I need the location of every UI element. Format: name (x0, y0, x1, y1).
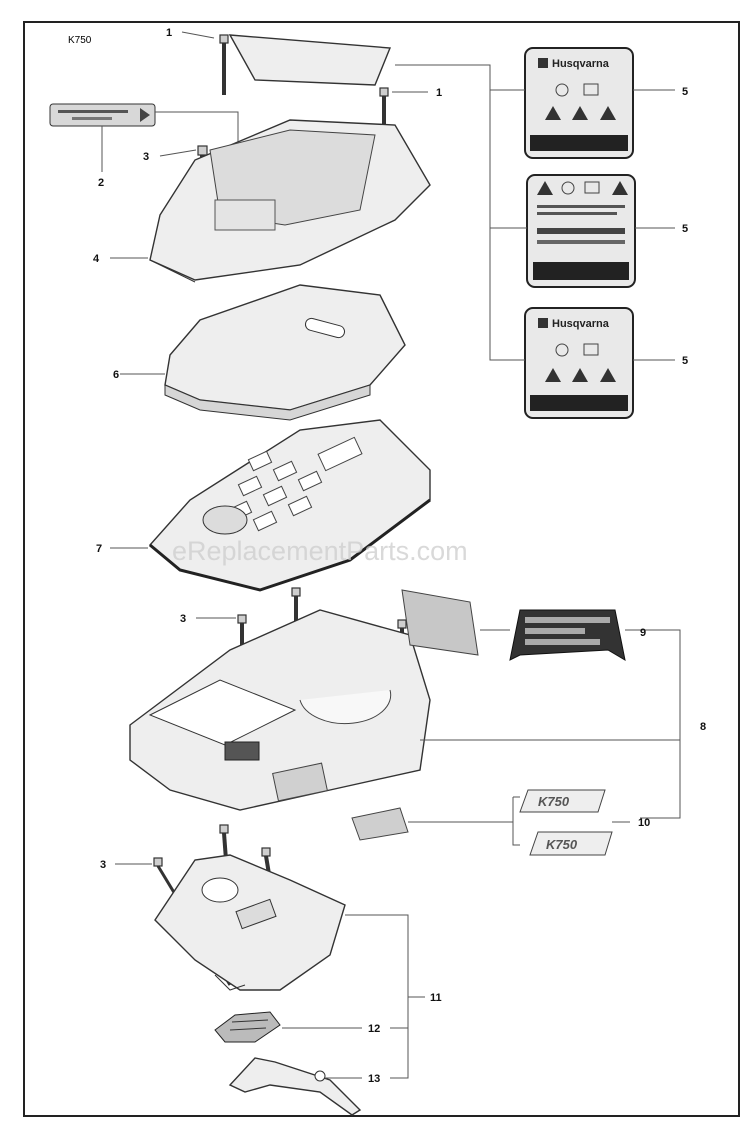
watermark-text: eReplacementParts.com (172, 536, 468, 566)
part-2-decal (49, 103, 156, 127)
diagram-border (23, 21, 740, 1117)
badge-top-text: K750 (538, 794, 570, 809)
callout-3c: 3 (100, 859, 106, 871)
callout-11: 11 (430, 992, 442, 1004)
model-label: K750 (68, 35, 92, 46)
callout-1b: 1 (436, 87, 442, 99)
callout-10: 10 (638, 817, 650, 829)
callout-5b: 5 (682, 223, 688, 235)
housing-bottom-decal (351, 807, 409, 841)
part-10-badge-bottom: K750 (529, 831, 613, 856)
part-9-decal (509, 609, 626, 661)
callout-8: 8 (700, 721, 706, 733)
part-12-grip (214, 1011, 281, 1043)
decal-brand-bottom: Husqvarna (552, 318, 610, 330)
callout-1a: 1 (166, 27, 172, 39)
callout-3a: 3 (143, 151, 149, 163)
decal-brand-top: Husqvarna (552, 58, 610, 70)
part-8-lower-housing (129, 609, 431, 811)
callout-7: 7 (96, 543, 102, 555)
callout-3b: 3 (180, 613, 186, 625)
part-10-badge-top: K750 (519, 789, 606, 813)
callout-9: 9 (640, 627, 646, 639)
part-5-decal-middle (526, 174, 636, 288)
part-1-screw-left (219, 34, 229, 95)
callout-5c: 5 (682, 355, 688, 367)
part-11-bottom-cover (154, 854, 346, 991)
part-5-decal-bottom: Husqvarna (524, 307, 634, 419)
callout-2: 2 (98, 177, 104, 189)
callout-4: 4 (93, 253, 100, 265)
part-4-top-cover (149, 34, 431, 283)
badge-bottom-text: K750 (546, 837, 578, 852)
callout-5a: 5 (682, 86, 688, 98)
part-6-filter-pad (164, 284, 406, 421)
part-13-lever (228, 1057, 362, 1116)
callout-13: 13 (368, 1073, 380, 1085)
housing-side-decal (401, 589, 479, 656)
callout-12: 12 (368, 1023, 380, 1035)
part-7-filter-housing (148, 419, 431, 592)
callout-6: 6 (113, 369, 119, 381)
part-5-decal-top: Husqvarna (524, 47, 634, 159)
